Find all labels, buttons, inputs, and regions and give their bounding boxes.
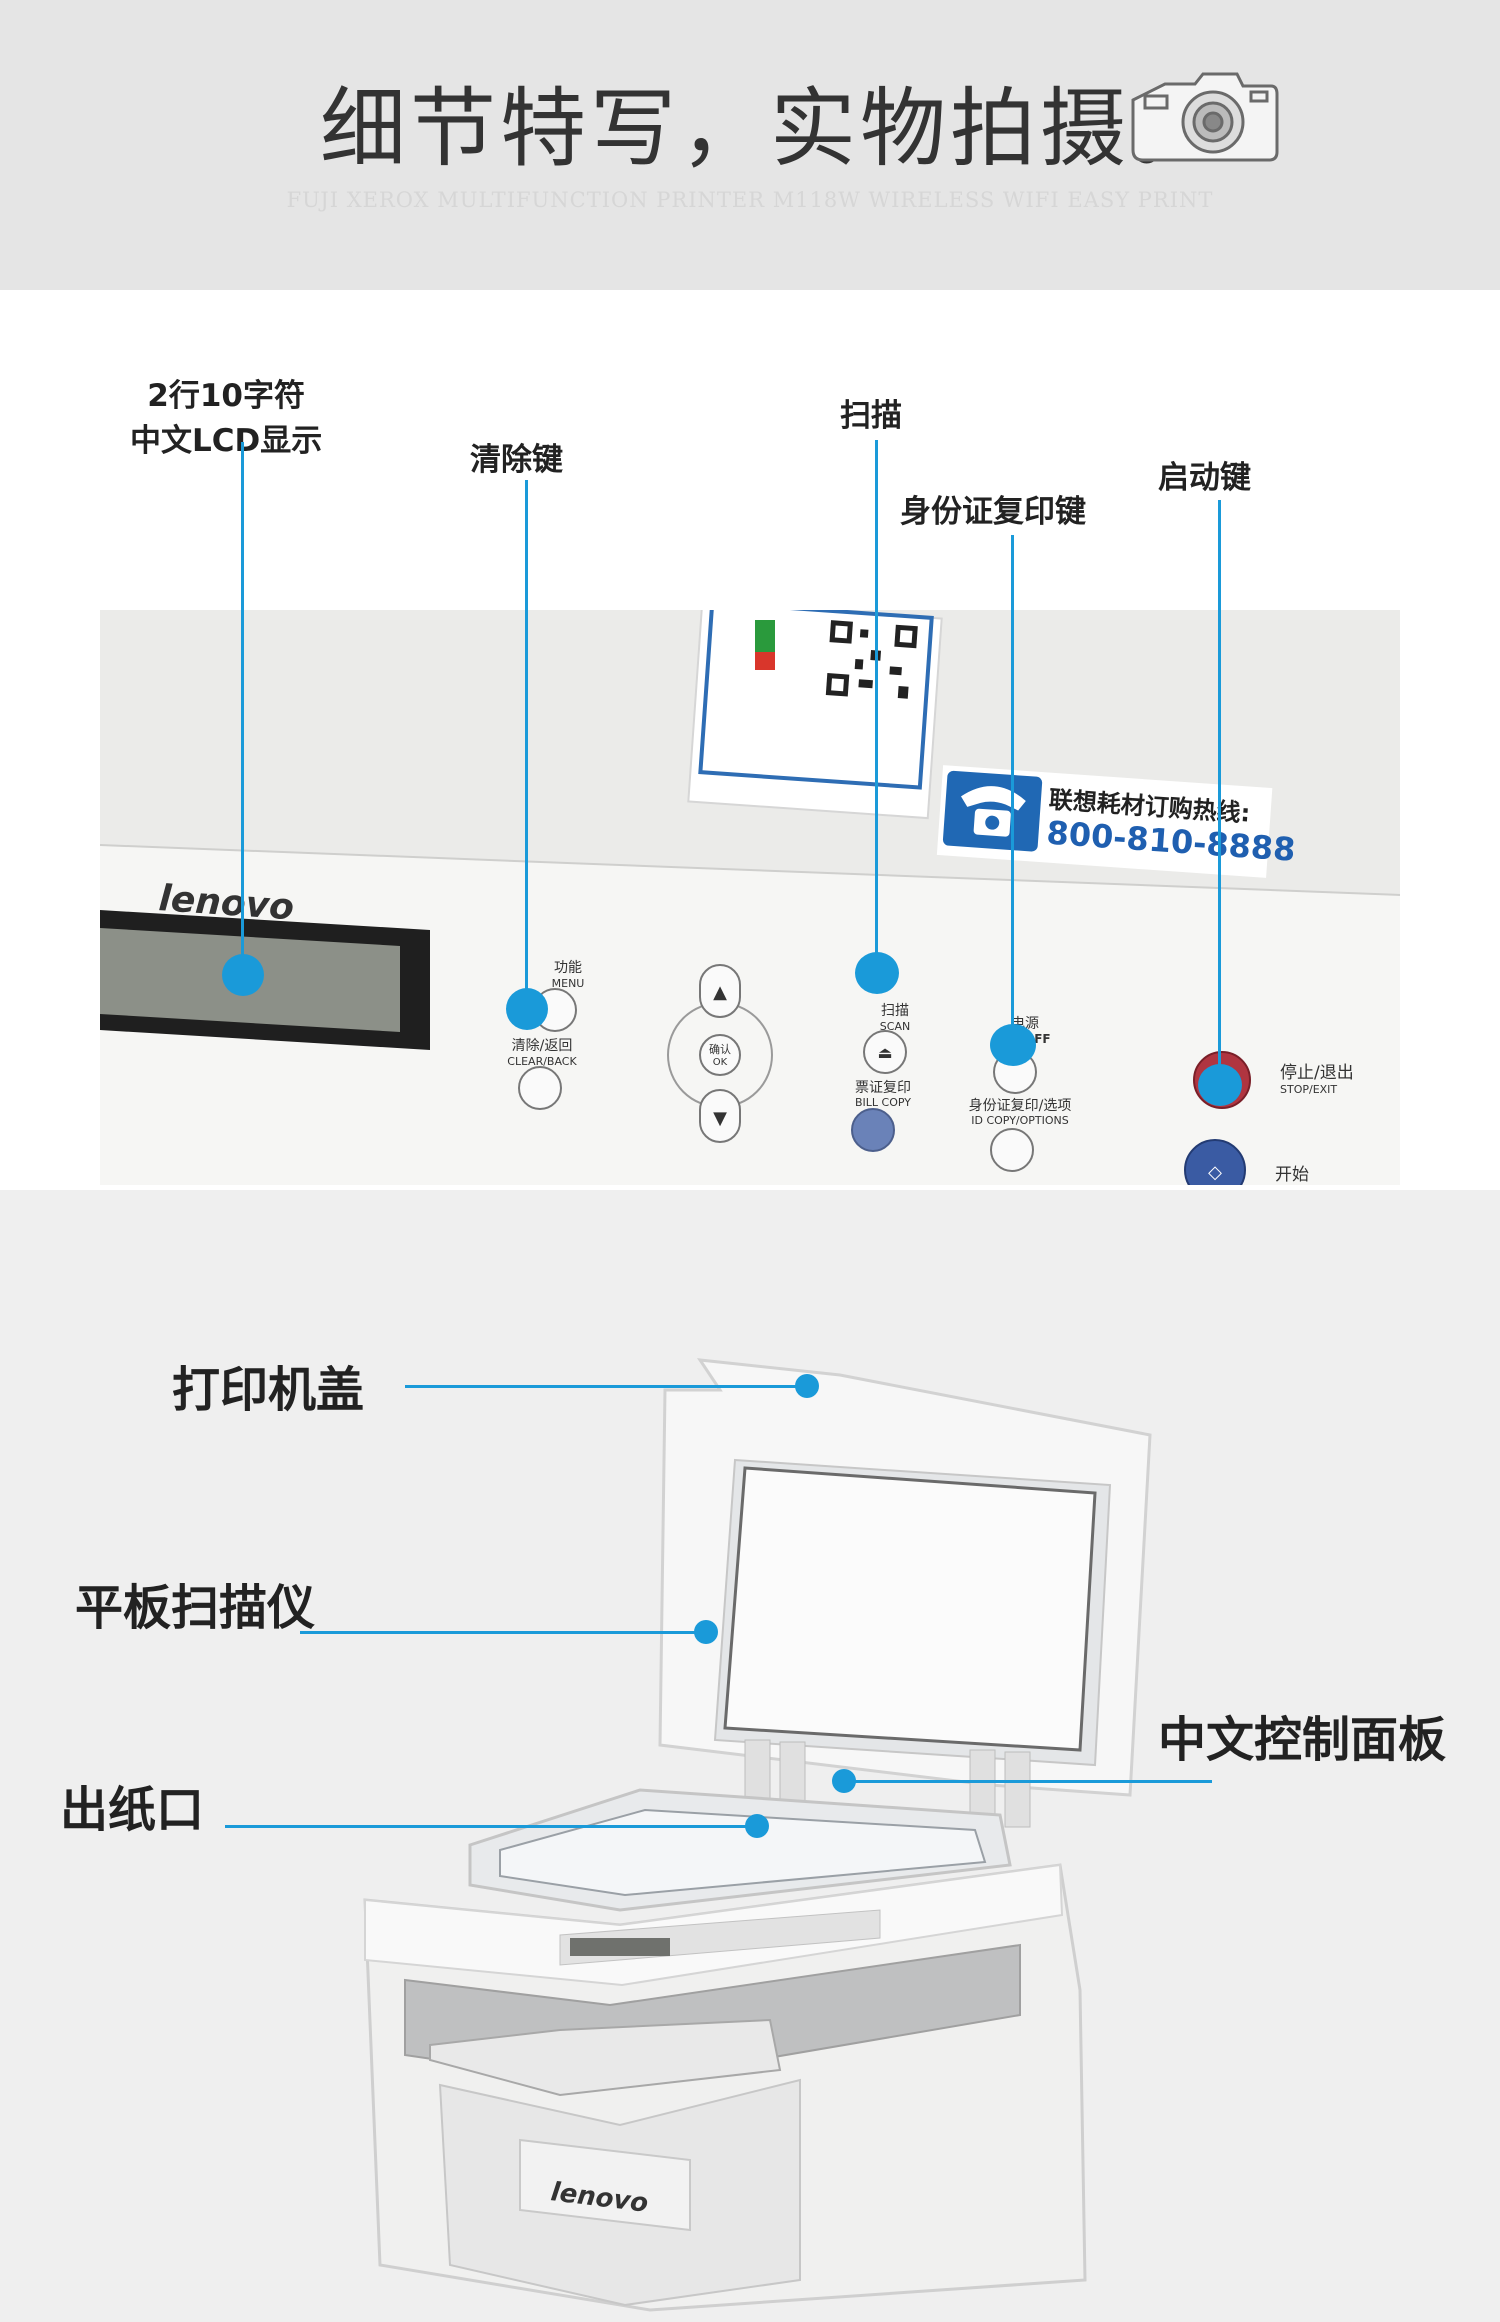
bill-copy-button[interactable]: 票证复印 BILL COPY: [851, 1079, 911, 1152]
scanner-glass: [499, 1808, 987, 1897]
printer-illustration: lenovo: [363, 1358, 1152, 2312]
start-label-cn: 开始: [1275, 1165, 1309, 1185]
lcd-callout-line1: 2行10字符: [147, 378, 305, 414]
banner-subtitle: FUJI XEROX MULTIFUNCTION PRINTER M118W W…: [286, 188, 1214, 212]
cover-callout-line: [405, 1385, 805, 1388]
clear-key-callout-label: 清除键: [470, 442, 563, 478]
bill-copy-label-cn: 票证复印: [855, 1079, 911, 1096]
clear-callout-dot: [506, 988, 548, 1030]
id-copy-callout-label: 身份证复印键: [900, 494, 1086, 530]
start-callout-dot: [1198, 1064, 1242, 1106]
scan-callout-line: [875, 440, 878, 960]
scan-callout-label: 扫描: [840, 398, 902, 434]
control-panel-callout-dot: [832, 1769, 856, 1793]
scan-button[interactable]: ⏏ 扫描 SCAN: [863, 1003, 910, 1074]
control-panel-section: 2行10字符 中文LCD显示 清除键 扫描 身份证复印键 启动键: [0, 290, 1500, 1190]
lcd-callout-line2: 中文LCD显示: [130, 423, 323, 459]
lcd-callout-dot: [222, 954, 264, 996]
menu-button-label-en: MENU: [552, 977, 585, 990]
lid-sheet: [723, 1466, 1097, 1752]
scan-button-label-cn: 扫描: [881, 1003, 909, 1019]
flatbed-callout-dot: [694, 1620, 718, 1644]
lcd-display: [100, 910, 430, 1050]
start-icon: ◇: [1208, 1162, 1222, 1183]
navigation-pad[interactable]: ▲ 确认 OK ▼: [667, 964, 773, 1143]
ok-button-label-cn: 确认: [709, 1043, 731, 1056]
lcd-callout-line: [241, 442, 244, 962]
down-arrow-icon: ▼: [713, 1108, 727, 1129]
flatbed-label: 平板扫描仪: [75, 1580, 316, 1636]
id-copy-callout-dot: [990, 1024, 1036, 1066]
up-button[interactable]: [699, 964, 741, 1018]
scan-button-label-en: SCAN: [880, 1020, 910, 1033]
control-panel-callout-line: [842, 1780, 1212, 1783]
banner-title: 细节特写，实物拍摄。: [320, 79, 1220, 179]
bill-copy-label-en: BILL COPY: [855, 1096, 911, 1109]
telephone-icon: [960, 786, 1026, 837]
camera-icon: [1131, 72, 1279, 162]
control-panel-illustration: 联想耗材订购热线: 800-810-8888 lenovo 功能 MENU 清除…: [100, 610, 1400, 1185]
header-banner: 细节特写，实物拍摄。 FUJI XEROX MULTIFUNCTION PRIN…: [0, 0, 1500, 290]
clear-back-button[interactable]: 清除/返回 CLEAR/BACK: [507, 1038, 577, 1110]
output-tray: [429, 2018, 782, 2097]
output-callout-line: [225, 1825, 755, 1828]
scan-callout-dot: [855, 952, 899, 994]
flatbed-callout-line: [300, 1631, 704, 1634]
id-copy-callout-line: [1011, 535, 1014, 1032]
output-callout-dot: [745, 1814, 769, 1838]
clear-button-label-cn: 清除/返回: [512, 1038, 573, 1054]
qr-code-icon: [822, 616, 924, 709]
id-copy-label-en: ID COPY/OPTIONS: [971, 1114, 1069, 1127]
control-panel-photo: 联想耗材订购热线: 800-810-8888 lenovo 功能 MENU 清除…: [100, 610, 1400, 1185]
up-arrow-icon: ▲: [713, 982, 727, 1003]
id-copy-label-cn: 身份证复印/选项: [969, 1097, 1072, 1114]
lcd-callout-label: 2行10字符 中文LCD显示: [130, 370, 322, 460]
menu-button-label-cn: 功能: [554, 960, 582, 976]
ok-button-label-en: OK: [713, 1057, 728, 1068]
clear-callout-line: [525, 480, 528, 996]
stop-label-cn: 停止/退出: [1280, 1063, 1354, 1083]
control-panel-label: 中文控制面板: [1158, 1712, 1447, 1768]
id-copy-button[interactable]: 身份证复印/选项 ID COPY/OPTIONS: [969, 1097, 1072, 1172]
start-callout-line: [1218, 500, 1221, 1070]
hotline-sticker: 联想耗材订购热线: 800-810-8888: [936, 765, 1297, 878]
clear-button-label-en: CLEAR/BACK: [507, 1055, 577, 1068]
cover-callout-dot: [795, 1374, 819, 1398]
start-key-callout-label: 启动键: [1158, 460, 1251, 496]
stop-label-en: STOP/EXIT: [1280, 1083, 1337, 1096]
cover-label: 打印机盖: [172, 1362, 365, 1418]
start-button[interactable]: ◇ 开始: [1184, 1139, 1309, 1185]
output-label: 出纸口: [60, 1782, 205, 1838]
energy-label: [687, 610, 943, 820]
scan-icon: ⏏: [877, 1043, 892, 1062]
ok-button[interactable]: [699, 1034, 741, 1076]
down-button[interactable]: [699, 1089, 741, 1143]
printer-overview-section: lenovo 打印机盖 平板扫描仪 出纸口 中文控制面板: [0, 1190, 1500, 2322]
